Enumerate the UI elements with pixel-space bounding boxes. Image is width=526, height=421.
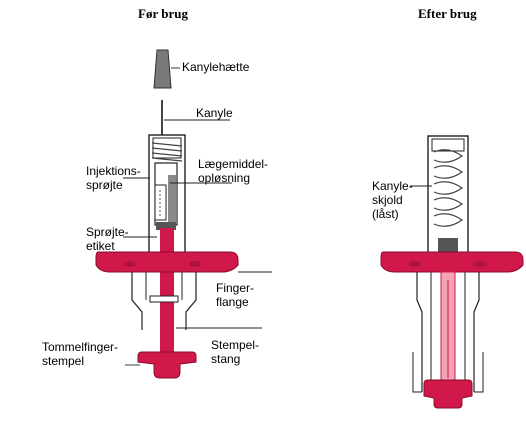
thumb-pad-after-shape — [423, 379, 473, 409]
label-thumb-pad: Tommelfinger- stempel — [42, 340, 119, 368]
finger-flange-after-shape — [380, 251, 524, 273]
heading-after-use: Efter brug — [418, 6, 477, 21]
label-finger-flange: Finger- flange — [216, 281, 255, 309]
plunger-rod-shape — [160, 228, 174, 358]
lower-frame-shape — [131, 272, 197, 330]
label-needle-cap: Kanylehætte — [182, 60, 250, 74]
leader-lines-left — [123, 67, 272, 366]
spring-shape-after — [433, 149, 464, 227]
label-needle: Kanyle — [196, 106, 233, 120]
label-syringe-label: Sprøjte- etiket — [86, 225, 129, 253]
label-plunger-rod: Stempel- stang — [211, 338, 260, 366]
finger-flange-shape — [95, 251, 239, 273]
spring-shape-before — [151, 142, 183, 162]
heading-before-use: Før brug — [138, 6, 188, 21]
label-medicine: Lægemiddel- opløsning — [198, 157, 269, 185]
needle-cap-shape — [153, 49, 172, 89]
medicine-shape — [168, 175, 176, 223]
thumb-pad-shape — [137, 351, 197, 379]
needle-guard-shape — [427, 135, 469, 255]
before-use-syringe — [95, 49, 239, 379]
label-needle-guard: Kanyle- skjold (låst) — [372, 179, 413, 221]
after-use-syringe — [380, 135, 524, 409]
label-syringe: Injektions- sprøjte — [86, 164, 141, 192]
